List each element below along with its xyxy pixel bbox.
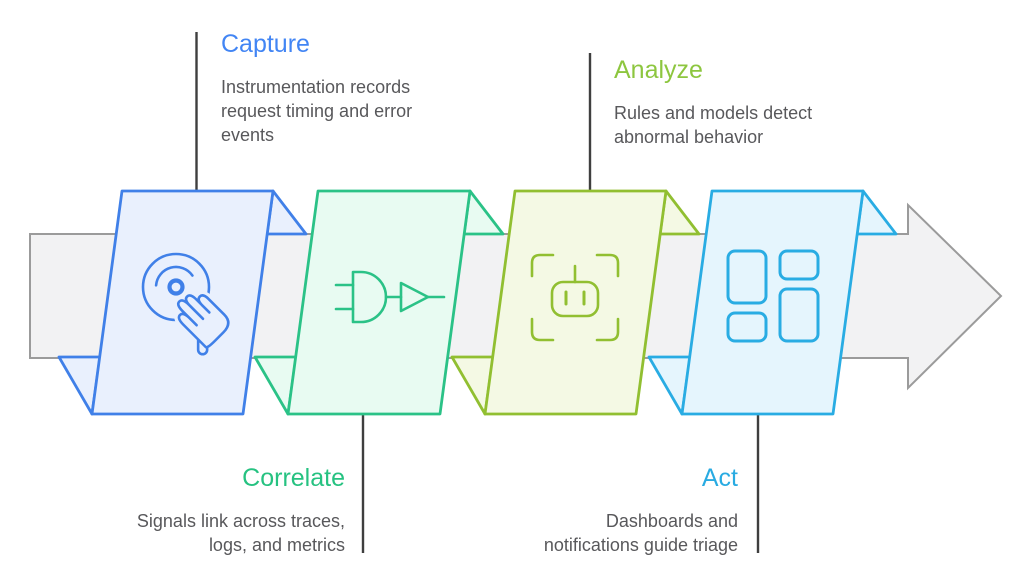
stage-description: Dashboards and notifications guide triag… [543,511,738,555]
disc-touch-icon [141,252,233,359]
stage-title: Correlate [242,464,345,492]
stage-title: Analyze [614,56,703,84]
stage-card-capture [57,189,308,416]
stage-card-analyze [450,189,701,416]
stage-label-correlate: Correlate Signals link across traces, lo… [95,463,345,557]
card-body [680,189,865,416]
stage-description: Instrumentation records request timing a… [221,77,413,145]
card-body [286,189,472,416]
robot-scan-icon [530,253,620,342]
stage-card-act [647,189,898,416]
stage-label-act: Act Dashboards and notifications guide t… [523,463,738,557]
stage-card-correlate [253,189,505,416]
logic-gate-icon [334,270,446,324]
stage-title: Act [701,464,738,492]
stage-title: Capture [221,30,310,58]
stage-description: Rules and models detect abnormal behavio… [614,103,813,147]
stage-label-analyze: Analyze Rules and models detect abnormal… [614,55,854,149]
card-body [483,189,668,416]
stage-label-capture: Capture Instrumentation records request … [221,29,456,147]
stage-description: Signals link across traces, logs, and me… [136,511,345,555]
dashboard-grid-icon [726,249,820,343]
